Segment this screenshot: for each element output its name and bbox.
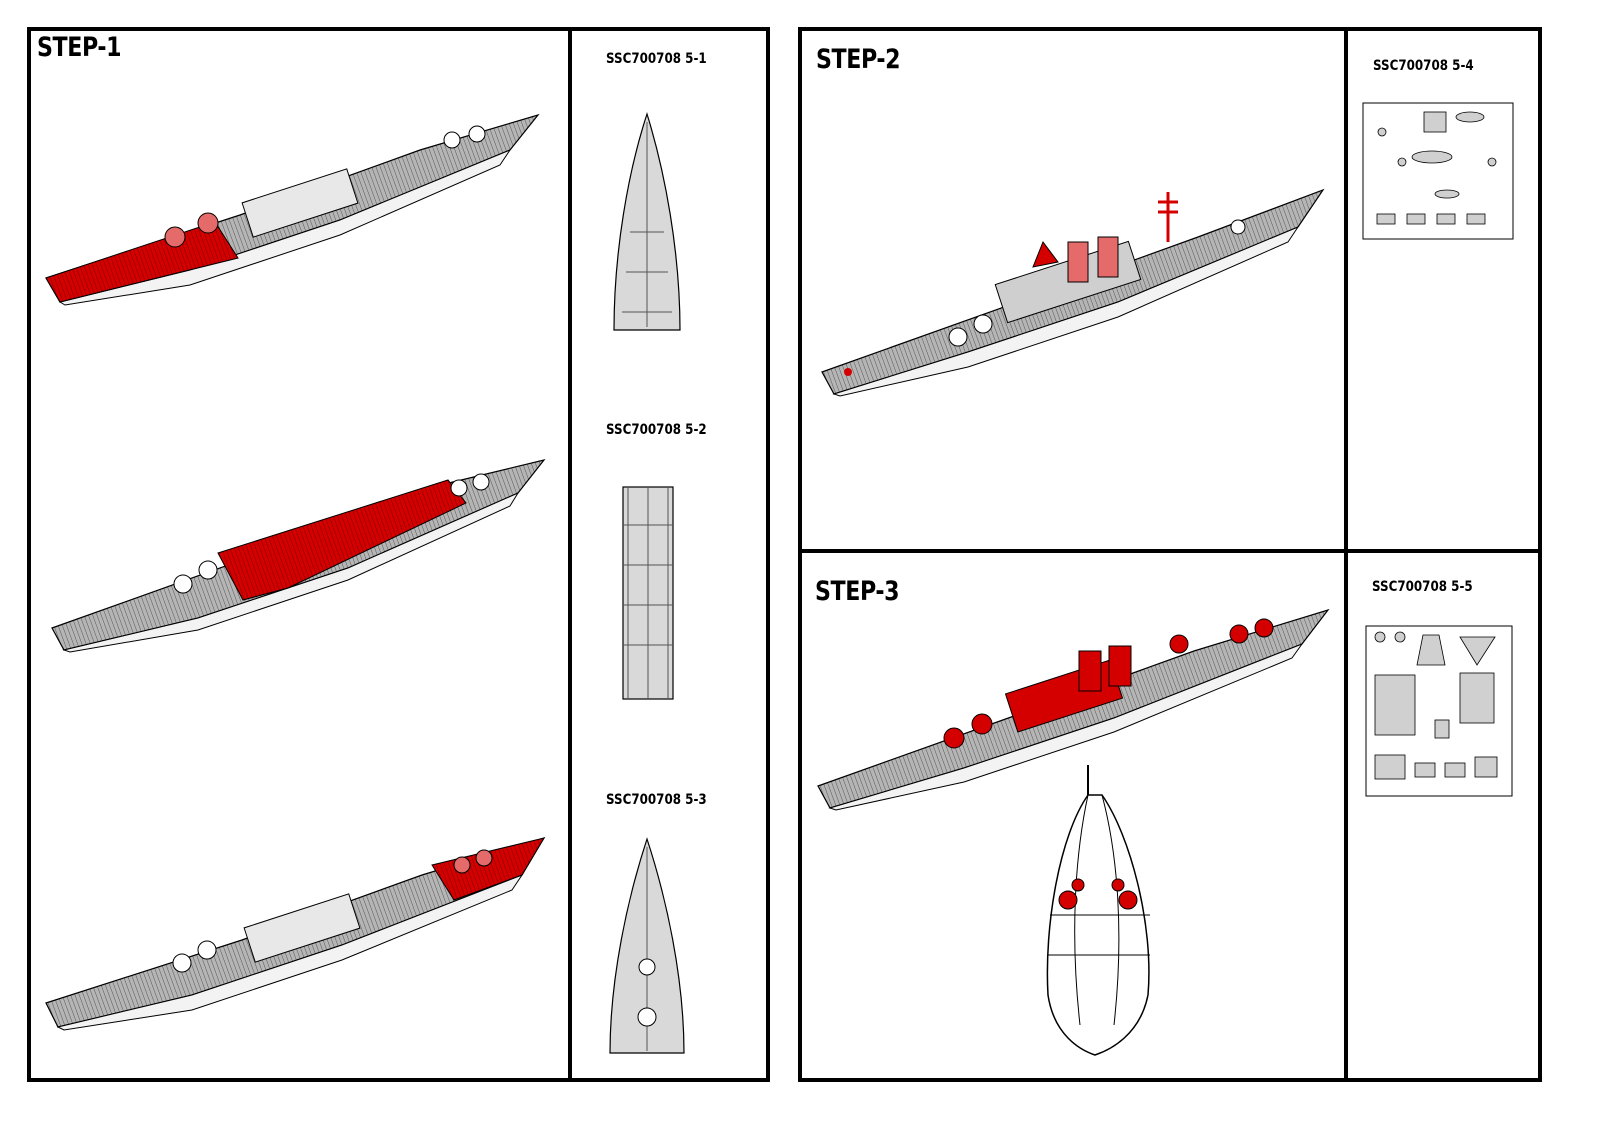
step1-divider [568,27,572,1082]
ship-hull-icon [45,113,540,306]
deck-plan-icon [622,486,674,700]
step2-title: STEP-2 [816,44,901,75]
photo-etch-sheet-icon [1365,625,1513,797]
deck-plan-icon [613,112,681,331]
ship-bow-view-icon [1046,765,1150,1056]
ship-hull-icon [817,608,1330,811]
part-label-5-4: SSC700708 5-4 [1373,58,1474,74]
ship-hull-icon [51,459,546,653]
part-label-5-5: SSC700708 5-5 [1372,579,1473,595]
part-label-5-1: SSC700708 5-1 [606,51,707,67]
steps23-divider [1344,27,1348,1082]
ship-hull-icon [45,836,546,1031]
part-label-5-2: SSC700708 5-2 [606,422,707,438]
step3-title: STEP-3 [815,576,900,607]
photo-etch-sheet-icon [1362,102,1514,240]
step2-step3-divider [798,549,1542,553]
step1-title: STEP-1 [37,32,122,63]
deck-plan-icon [609,837,685,1054]
part-label-5-3: SSC700708 5-3 [606,792,707,808]
ship-hull-icon [821,188,1325,397]
